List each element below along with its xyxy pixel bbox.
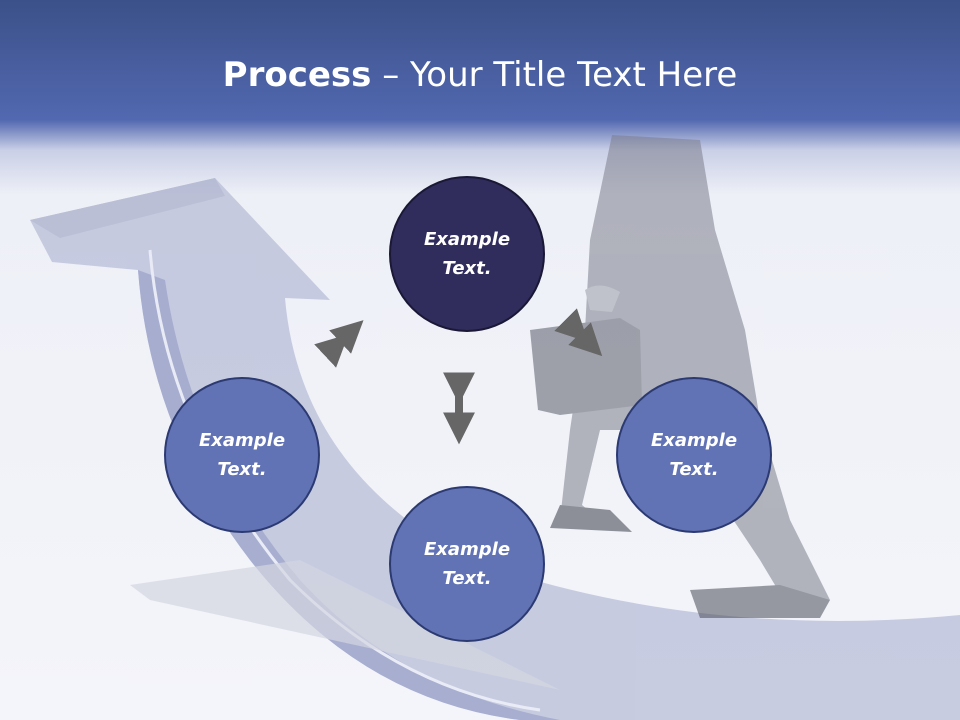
node-bottom-line2: Text.: [442, 568, 492, 589]
node-top: Example Text.: [389, 176, 545, 332]
node-right: Example Text.: [616, 377, 772, 533]
node-right-line1: Example: [650, 430, 738, 451]
node-left: Example Text.: [164, 377, 320, 533]
title-rest: Your Title Text Here: [410, 55, 738, 95]
node-bottom-line1: Example: [423, 539, 511, 560]
node-left-line1: Example: [198, 430, 286, 451]
slide-title: Process – Your Title Text Here: [0, 52, 960, 98]
node-top-line1: Example: [423, 229, 511, 250]
node-right-line2: Text.: [669, 459, 719, 480]
title-separator: –: [382, 55, 400, 95]
node-bottom: Example Text.: [389, 486, 545, 642]
node-left-line2: Text.: [217, 459, 267, 480]
title-bold: Process: [222, 55, 372, 95]
businessman-graphic: [530, 135, 830, 618]
node-top-line2: Text.: [442, 258, 492, 279]
